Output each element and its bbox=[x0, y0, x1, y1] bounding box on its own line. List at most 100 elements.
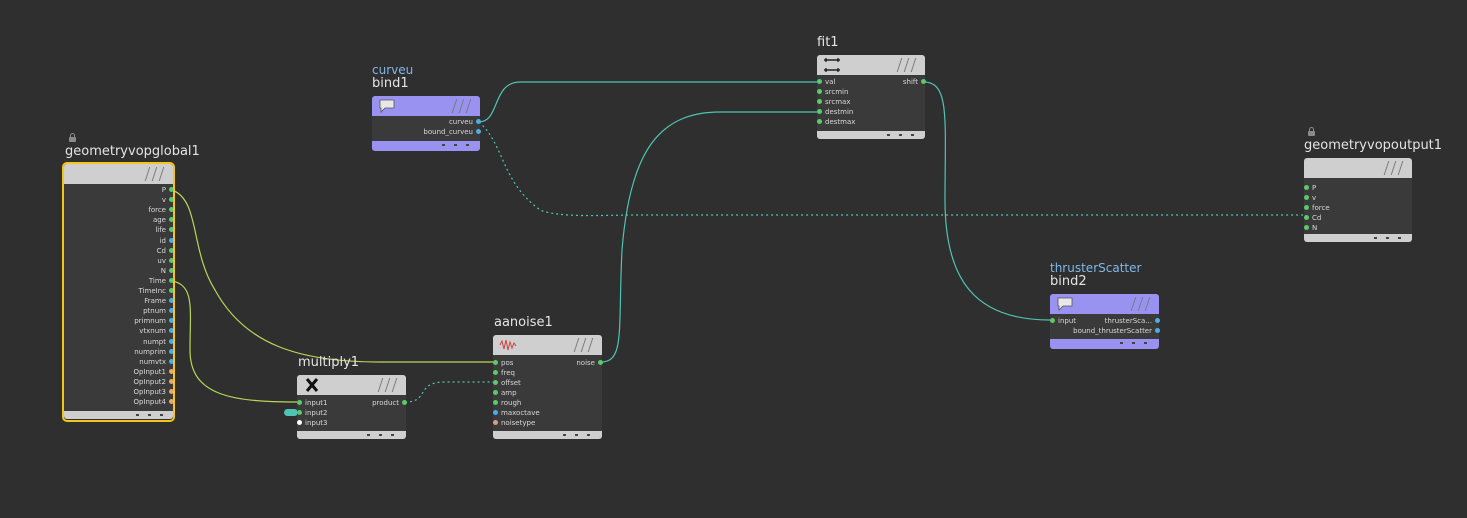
port-dot[interactable] bbox=[297, 420, 302, 425]
input-port-input1[interactable]: input1 bbox=[297, 399, 327, 407]
port-dot[interactable] bbox=[169, 358, 174, 364]
input-port-cd[interactable]: Cd bbox=[1304, 214, 1321, 222]
port-dot[interactable] bbox=[1304, 195, 1309, 200]
node-flags[interactable] bbox=[572, 338, 596, 352]
output-port-n[interactable]: N bbox=[161, 267, 174, 275]
node-header[interactable] bbox=[372, 96, 480, 116]
node-flags[interactable] bbox=[1382, 161, 1406, 175]
output-port-vtxnum[interactable]: vtxnum bbox=[139, 327, 174, 335]
input-port-input3[interactable]: input3 bbox=[297, 419, 327, 427]
output-port-numpt[interactable]: numpt bbox=[143, 338, 174, 346]
input-port-maxoctave[interactable]: maxoctave bbox=[493, 409, 540, 417]
input-port-val[interactable]: val bbox=[817, 78, 835, 86]
port-dot[interactable] bbox=[169, 399, 174, 405]
output-port-age[interactable]: age bbox=[153, 216, 174, 224]
input-port-freq[interactable]: freq bbox=[493, 369, 515, 377]
wire-global-p-to-aanoise-pos[interactable] bbox=[171, 189, 493, 363]
port-dot[interactable] bbox=[169, 368, 174, 374]
wire-bind1-to-output-cd[interactable] bbox=[478, 121, 1304, 217]
port-dot[interactable] bbox=[817, 99, 822, 104]
output-port-time[interactable]: Time bbox=[149, 277, 174, 285]
port-dot[interactable] bbox=[493, 370, 498, 375]
port-dot[interactable] bbox=[493, 360, 498, 365]
input-port-destmax[interactable]: destmax bbox=[817, 118, 855, 126]
input-port-rough[interactable]: rough bbox=[493, 399, 521, 407]
output-port-frame[interactable]: Frame bbox=[144, 297, 174, 305]
output-port-timeinc[interactable]: TimeInc bbox=[139, 287, 174, 295]
input-port-input[interactable]: input bbox=[1050, 317, 1076, 325]
input-port-n[interactable]: N bbox=[1304, 224, 1317, 232]
port-dot[interactable] bbox=[169, 257, 174, 263]
port-dot[interactable] bbox=[169, 389, 174, 394]
output-port-curveu[interactable]: curveu bbox=[449, 118, 481, 126]
wire-global-time-to-multiply-input1[interactable] bbox=[171, 280, 298, 403]
port-dot[interactable] bbox=[169, 338, 174, 344]
port-dot[interactable] bbox=[169, 207, 174, 213]
input-port-destmin[interactable]: destmin bbox=[817, 108, 853, 116]
input-port-srcmax[interactable]: srcmax bbox=[817, 98, 850, 106]
input2-parameter-stub[interactable] bbox=[284, 409, 298, 416]
output-port-opinput2[interactable]: OpInput2 bbox=[133, 378, 174, 386]
node-header[interactable] bbox=[297, 375, 406, 395]
output-port-numprim[interactable]: numprim bbox=[134, 348, 174, 356]
port-dot[interactable] bbox=[1155, 318, 1160, 323]
port-dot[interactable] bbox=[817, 119, 822, 124]
port-dot[interactable] bbox=[169, 237, 174, 243]
node-header[interactable] bbox=[1304, 158, 1412, 178]
output-port-life[interactable]: life bbox=[155, 226, 174, 234]
output-port-opinput3[interactable]: OpInput3 bbox=[133, 388, 174, 396]
port-dot[interactable] bbox=[169, 378, 174, 384]
port-dot[interactable] bbox=[493, 380, 498, 385]
wire-aanoise-to-fit1-destmin[interactable] bbox=[600, 111, 817, 363]
port-dot[interactable] bbox=[169, 227, 174, 233]
port-dot[interactable] bbox=[169, 308, 174, 314]
port-dot[interactable] bbox=[1050, 318, 1055, 323]
output-port-uv[interactable]: uv bbox=[157, 257, 174, 265]
output-port-product[interactable]: product bbox=[372, 399, 407, 407]
output-port-numvtx[interactable]: numvtx bbox=[139, 358, 174, 366]
port-dot[interactable] bbox=[402, 400, 407, 405]
output-port-opinput4[interactable]: OpInput4 bbox=[133, 398, 174, 406]
port-dot[interactable] bbox=[169, 197, 174, 203]
node-header[interactable] bbox=[1050, 294, 1159, 314]
node-flags[interactable] bbox=[895, 58, 919, 72]
node-header[interactable] bbox=[64, 164, 173, 184]
port-dot[interactable] bbox=[817, 79, 822, 84]
output-port-thrustersca-[interactable]: thrusterSca... bbox=[1105, 317, 1160, 325]
node-flags[interactable] bbox=[1129, 297, 1153, 311]
port-dot[interactable] bbox=[169, 318, 174, 324]
port-dot[interactable] bbox=[476, 129, 481, 134]
input-port-pos[interactable]: pos bbox=[493, 359, 513, 367]
input-port-amp[interactable]: amp bbox=[493, 389, 517, 397]
output-port-id[interactable]: id bbox=[160, 237, 174, 245]
output-port-primnum[interactable]: primnum bbox=[134, 317, 174, 325]
output-port-noise[interactable]: noise bbox=[576, 359, 603, 367]
port-dot[interactable] bbox=[169, 187, 174, 192]
port-dot[interactable] bbox=[169, 298, 174, 304]
input-port-srcmin[interactable]: srcmin bbox=[817, 88, 848, 96]
port-dot[interactable] bbox=[297, 410, 302, 415]
input-port-p[interactable]: P bbox=[1304, 184, 1316, 192]
node-flags[interactable] bbox=[376, 378, 400, 392]
port-dot[interactable] bbox=[1304, 185, 1309, 190]
input-port-offset[interactable]: offset bbox=[493, 379, 521, 387]
input-port-input2[interactable]: input2 bbox=[297, 409, 327, 417]
input-port-noisetype[interactable]: noisetype bbox=[493, 419, 535, 427]
output-port-shift[interactable]: shift bbox=[903, 78, 926, 86]
output-port-bound-curveu[interactable]: bound_curveu bbox=[423, 128, 481, 136]
node-header[interactable] bbox=[817, 55, 925, 75]
node-header[interactable] bbox=[493, 335, 602, 355]
output-port-bound-thrusterscatter[interactable]: bound_thrusterScatter bbox=[1073, 327, 1160, 335]
port-dot[interactable] bbox=[493, 420, 498, 425]
port-dot[interactable] bbox=[169, 267, 174, 273]
port-dot[interactable] bbox=[169, 348, 174, 354]
port-dot[interactable] bbox=[493, 410, 498, 415]
wire-bind1-to-fit1-val[interactable] bbox=[478, 81, 817, 123]
node-flags[interactable] bbox=[450, 99, 474, 113]
port-dot[interactable] bbox=[169, 247, 174, 253]
